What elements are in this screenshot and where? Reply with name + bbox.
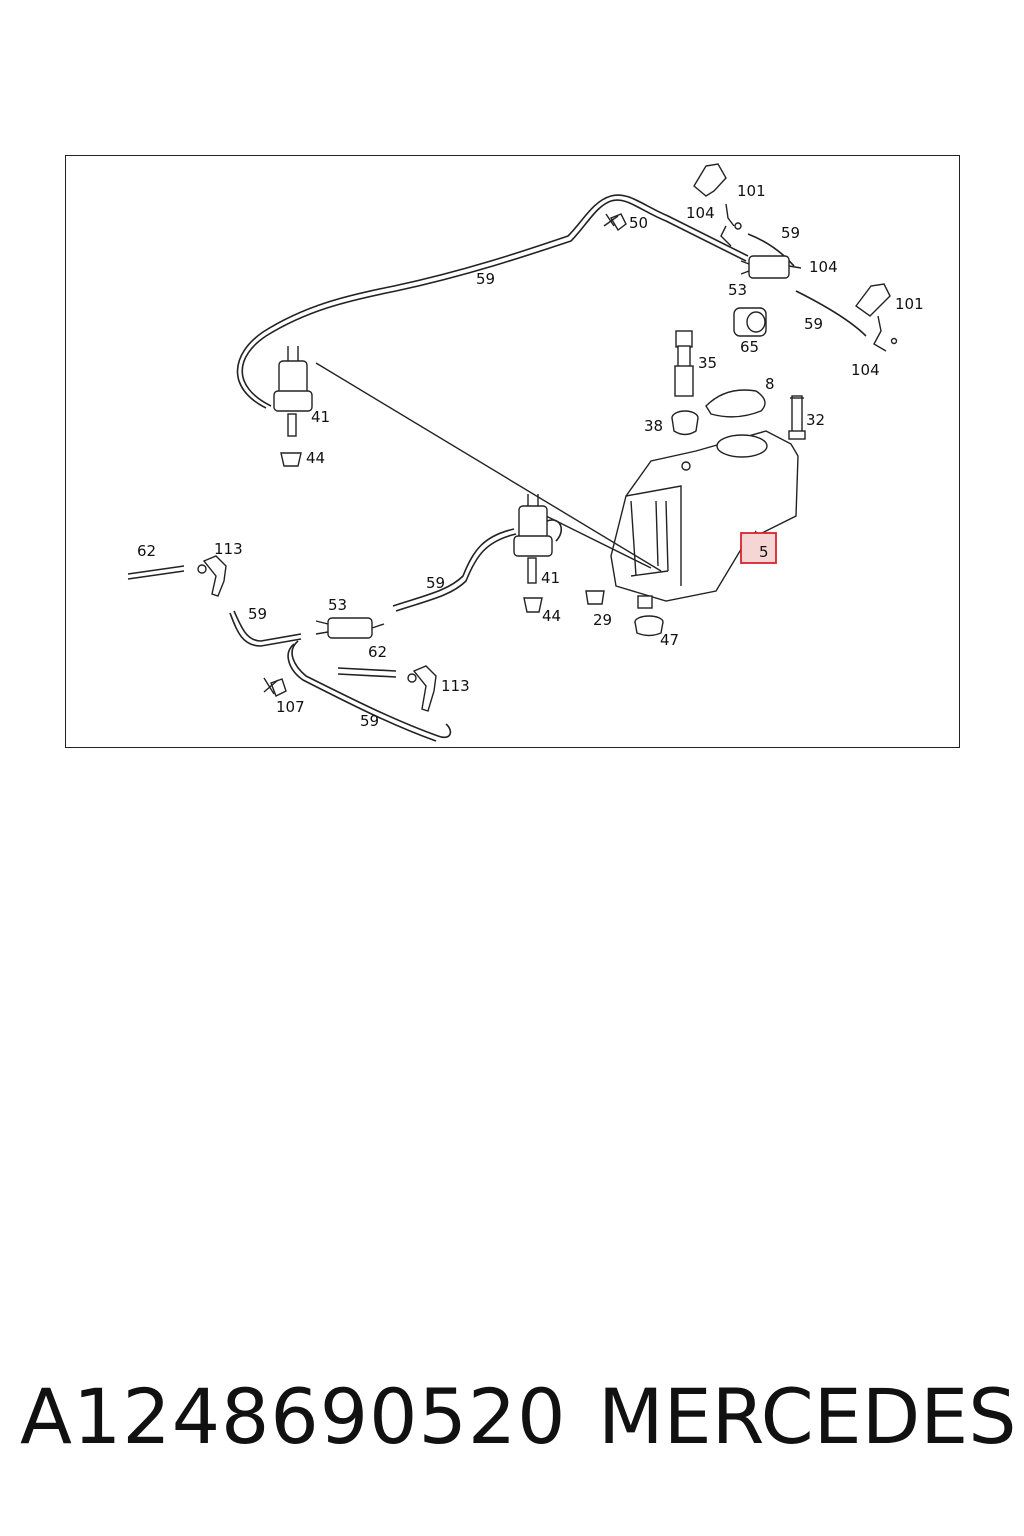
- hose-59-top: [241, 199, 747, 407]
- hose-59-mid: [395, 533, 517, 612]
- callout-47: 47: [660, 631, 679, 649]
- clip-107: [263, 677, 287, 697]
- callout-53-top: 53: [728, 281, 747, 299]
- callout-38: 38: [644, 417, 663, 435]
- grommet-44-mid: [523, 597, 543, 613]
- callout-107: 107: [276, 698, 305, 716]
- callout-113-left: 113: [214, 540, 243, 558]
- grommet-47: [634, 615, 664, 637]
- grommet-65: [733, 307, 767, 337]
- callout-50: 50: [629, 214, 648, 232]
- callout-104-top: 104: [686, 204, 715, 222]
- callout-59-small: 59: [781, 224, 800, 242]
- callout-62-lower: 62: [368, 643, 387, 661]
- filler-cap-8: [705, 389, 766, 418]
- hose-59-small: [747, 233, 795, 267]
- washer-nozzle-101-right: [855, 283, 898, 352]
- leader-line-41-top: [315, 362, 662, 572]
- callout-32: 32: [806, 411, 825, 429]
- grommet-44-top: [280, 452, 302, 467]
- callout-44-mid: 44: [542, 607, 561, 625]
- callout-35: 35: [698, 354, 717, 372]
- callout-59-top: 59: [476, 270, 495, 288]
- connector-104-a: [720, 225, 732, 247]
- grommet-29: [585, 590, 605, 605]
- callout-59-left: 59: [248, 605, 267, 623]
- hose-59-right: [795, 290, 867, 337]
- manufacturer-name: MERCEDES: [598, 1372, 1017, 1461]
- washer-pump-41-mid: [513, 494, 563, 584]
- callout-59-right: 59: [804, 315, 823, 333]
- nozzle-113-left: [197, 555, 227, 597]
- callout-29: 29: [593, 611, 612, 629]
- callout-101-top: 101: [737, 182, 766, 200]
- callout-62-left: 62: [137, 542, 156, 560]
- level-sensor-35: [674, 330, 694, 397]
- callout-113-lower: 113: [441, 677, 470, 695]
- parts-diagram: 101 104 50 59 59 104 53 101 59 65 104 35…: [127, 163, 924, 742]
- highlight-box-5: [740, 532, 777, 564]
- callout-101-right: 101: [895, 295, 924, 313]
- seal-38: [671, 410, 699, 436]
- hose-62-lower: [337, 667, 397, 672]
- diagram-frame: 101 104 50 59 59 104 53 101 59 65 104 35…: [65, 155, 960, 748]
- callout-65: 65: [740, 338, 759, 356]
- check-valve-53-mid: [315, 617, 385, 639]
- washer-nozzle-101-top: [693, 163, 742, 230]
- washer-reservoir-5: [610, 430, 799, 609]
- callout-41-mid: 41: [541, 569, 560, 587]
- hose-59-bottom: [291, 640, 452, 739]
- callout-59-bottom: 59: [360, 712, 379, 730]
- check-valve-53-top: [740, 255, 802, 279]
- callout-5: 5: [759, 543, 769, 561]
- nozzle-113-lower: [407, 665, 437, 712]
- callout-44-top: 44: [306, 449, 325, 467]
- callout-104-bottom: 104: [851, 361, 880, 379]
- sensor-32: [788, 395, 806, 440]
- callout-41-top: 41: [311, 408, 330, 426]
- callout-53-mid: 53: [328, 596, 347, 614]
- washer-pump-41-top: [273, 346, 313, 437]
- hose-59-left: [233, 610, 302, 642]
- part-number: A1248690520: [20, 1372, 567, 1461]
- callout-59-mid: 59: [426, 574, 445, 592]
- hose-62-left: [127, 565, 185, 575]
- clip-50: [603, 213, 627, 232]
- hose-59-top-inner: [236, 194, 749, 409]
- callout-8: 8: [765, 375, 775, 393]
- callout-104-right: 104: [809, 258, 838, 276]
